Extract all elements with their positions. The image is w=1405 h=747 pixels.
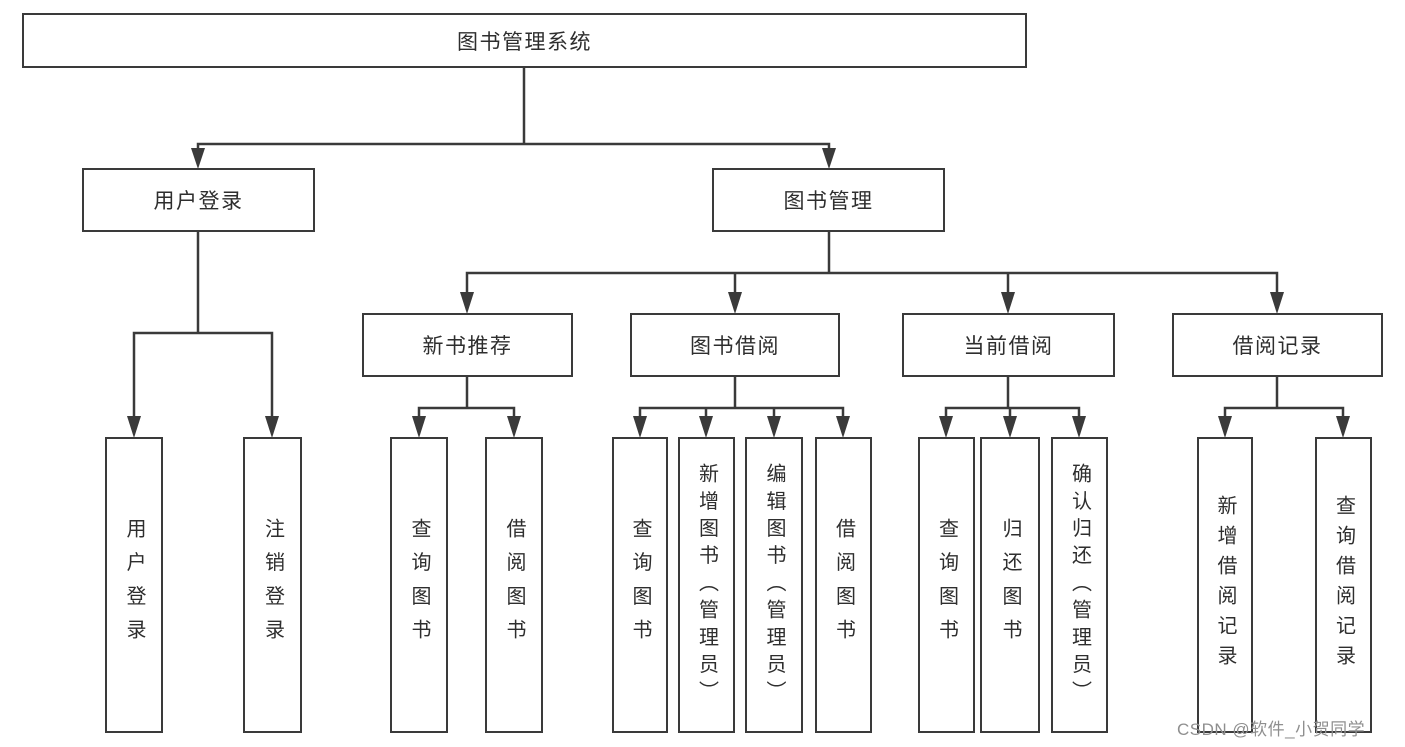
leaf-logout-login-label: 注销登录 [261,517,284,653]
node-book-management: 图书管理 [712,168,945,232]
node-root: 图书管理系统 [22,13,1027,68]
leaf-edit-books-admin: 编辑图书（管理员） [745,437,803,733]
leaf-return-books: 归还图书 [980,437,1040,733]
node-user-login: 用户登录 [82,168,315,232]
arrowheads [127,148,1350,438]
node-book-borrowing-label: 图书借阅 [690,335,780,358]
leaf-borrow-books-recommend-label: 借阅图书 [503,517,525,653]
leaf-query-books-recommend-label: 查询图书 [408,517,430,653]
leaf-query-books-borrowing-label: 查询图书 [629,517,651,653]
node-root-label: 图书管理系统 [457,30,592,54]
leaf-add-borrow-record-label: 新增借阅记录 [1214,495,1236,675]
leaf-user-login-label: 用户登录 [123,517,145,653]
leaf-confirm-return-admin: 确认归还（管理员） [1051,437,1108,733]
leaf-query-books-current-label: 查询图书 [935,517,958,653]
node-borrowing-records-label: 借阅记录 [1232,335,1323,358]
connector-paths [132,66,1345,420]
leaf-return-books-label: 归还图书 [999,517,1021,653]
node-book-borrowing: 图书借阅 [630,313,840,377]
node-borrowing-records: 借阅记录 [1172,313,1383,377]
node-book-management-label: 图书管理 [783,190,874,213]
leaf-confirm-return-admin-label: 确认归还（管理员） [1068,462,1091,708]
leaf-query-books-borrowing: 查询图书 [612,437,668,733]
leaf-logout-login: 注销登录 [243,437,302,733]
leaf-query-books-recommend: 查询图书 [390,437,448,733]
node-new-book-recommendation-label: 新书推荐 [422,335,513,358]
watermark: CSDN @软件_小贺同学 [1177,720,1366,739]
node-current-borrowing-label: 当前借阅 [963,335,1054,358]
leaf-query-books-current: 查询图书 [918,437,975,733]
leaf-add-borrow-record: 新增借阅记录 [1197,437,1253,733]
leaf-borrow-books-borrowing-label: 借阅图书 [832,517,855,653]
node-new-book-recommendation: 新书推荐 [362,313,573,377]
leaf-query-borrow-record-label: 查询借阅记录 [1332,495,1355,675]
node-user-login-label: 用户登录 [153,190,244,213]
leaf-edit-books-admin-label: 编辑图书（管理员） [763,462,785,708]
leaf-add-books-admin: 新增图书（管理员） [678,437,735,733]
leaf-user-login: 用户登录 [105,437,163,733]
leaf-query-borrow-record: 查询借阅记录 [1315,437,1372,733]
node-current-borrowing: 当前借阅 [902,313,1115,377]
leaf-add-books-admin-label: 新增图书（管理员） [695,462,718,708]
leaf-borrow-books-recommend: 借阅图书 [485,437,543,733]
leaf-borrow-books-borrowing: 借阅图书 [815,437,872,733]
